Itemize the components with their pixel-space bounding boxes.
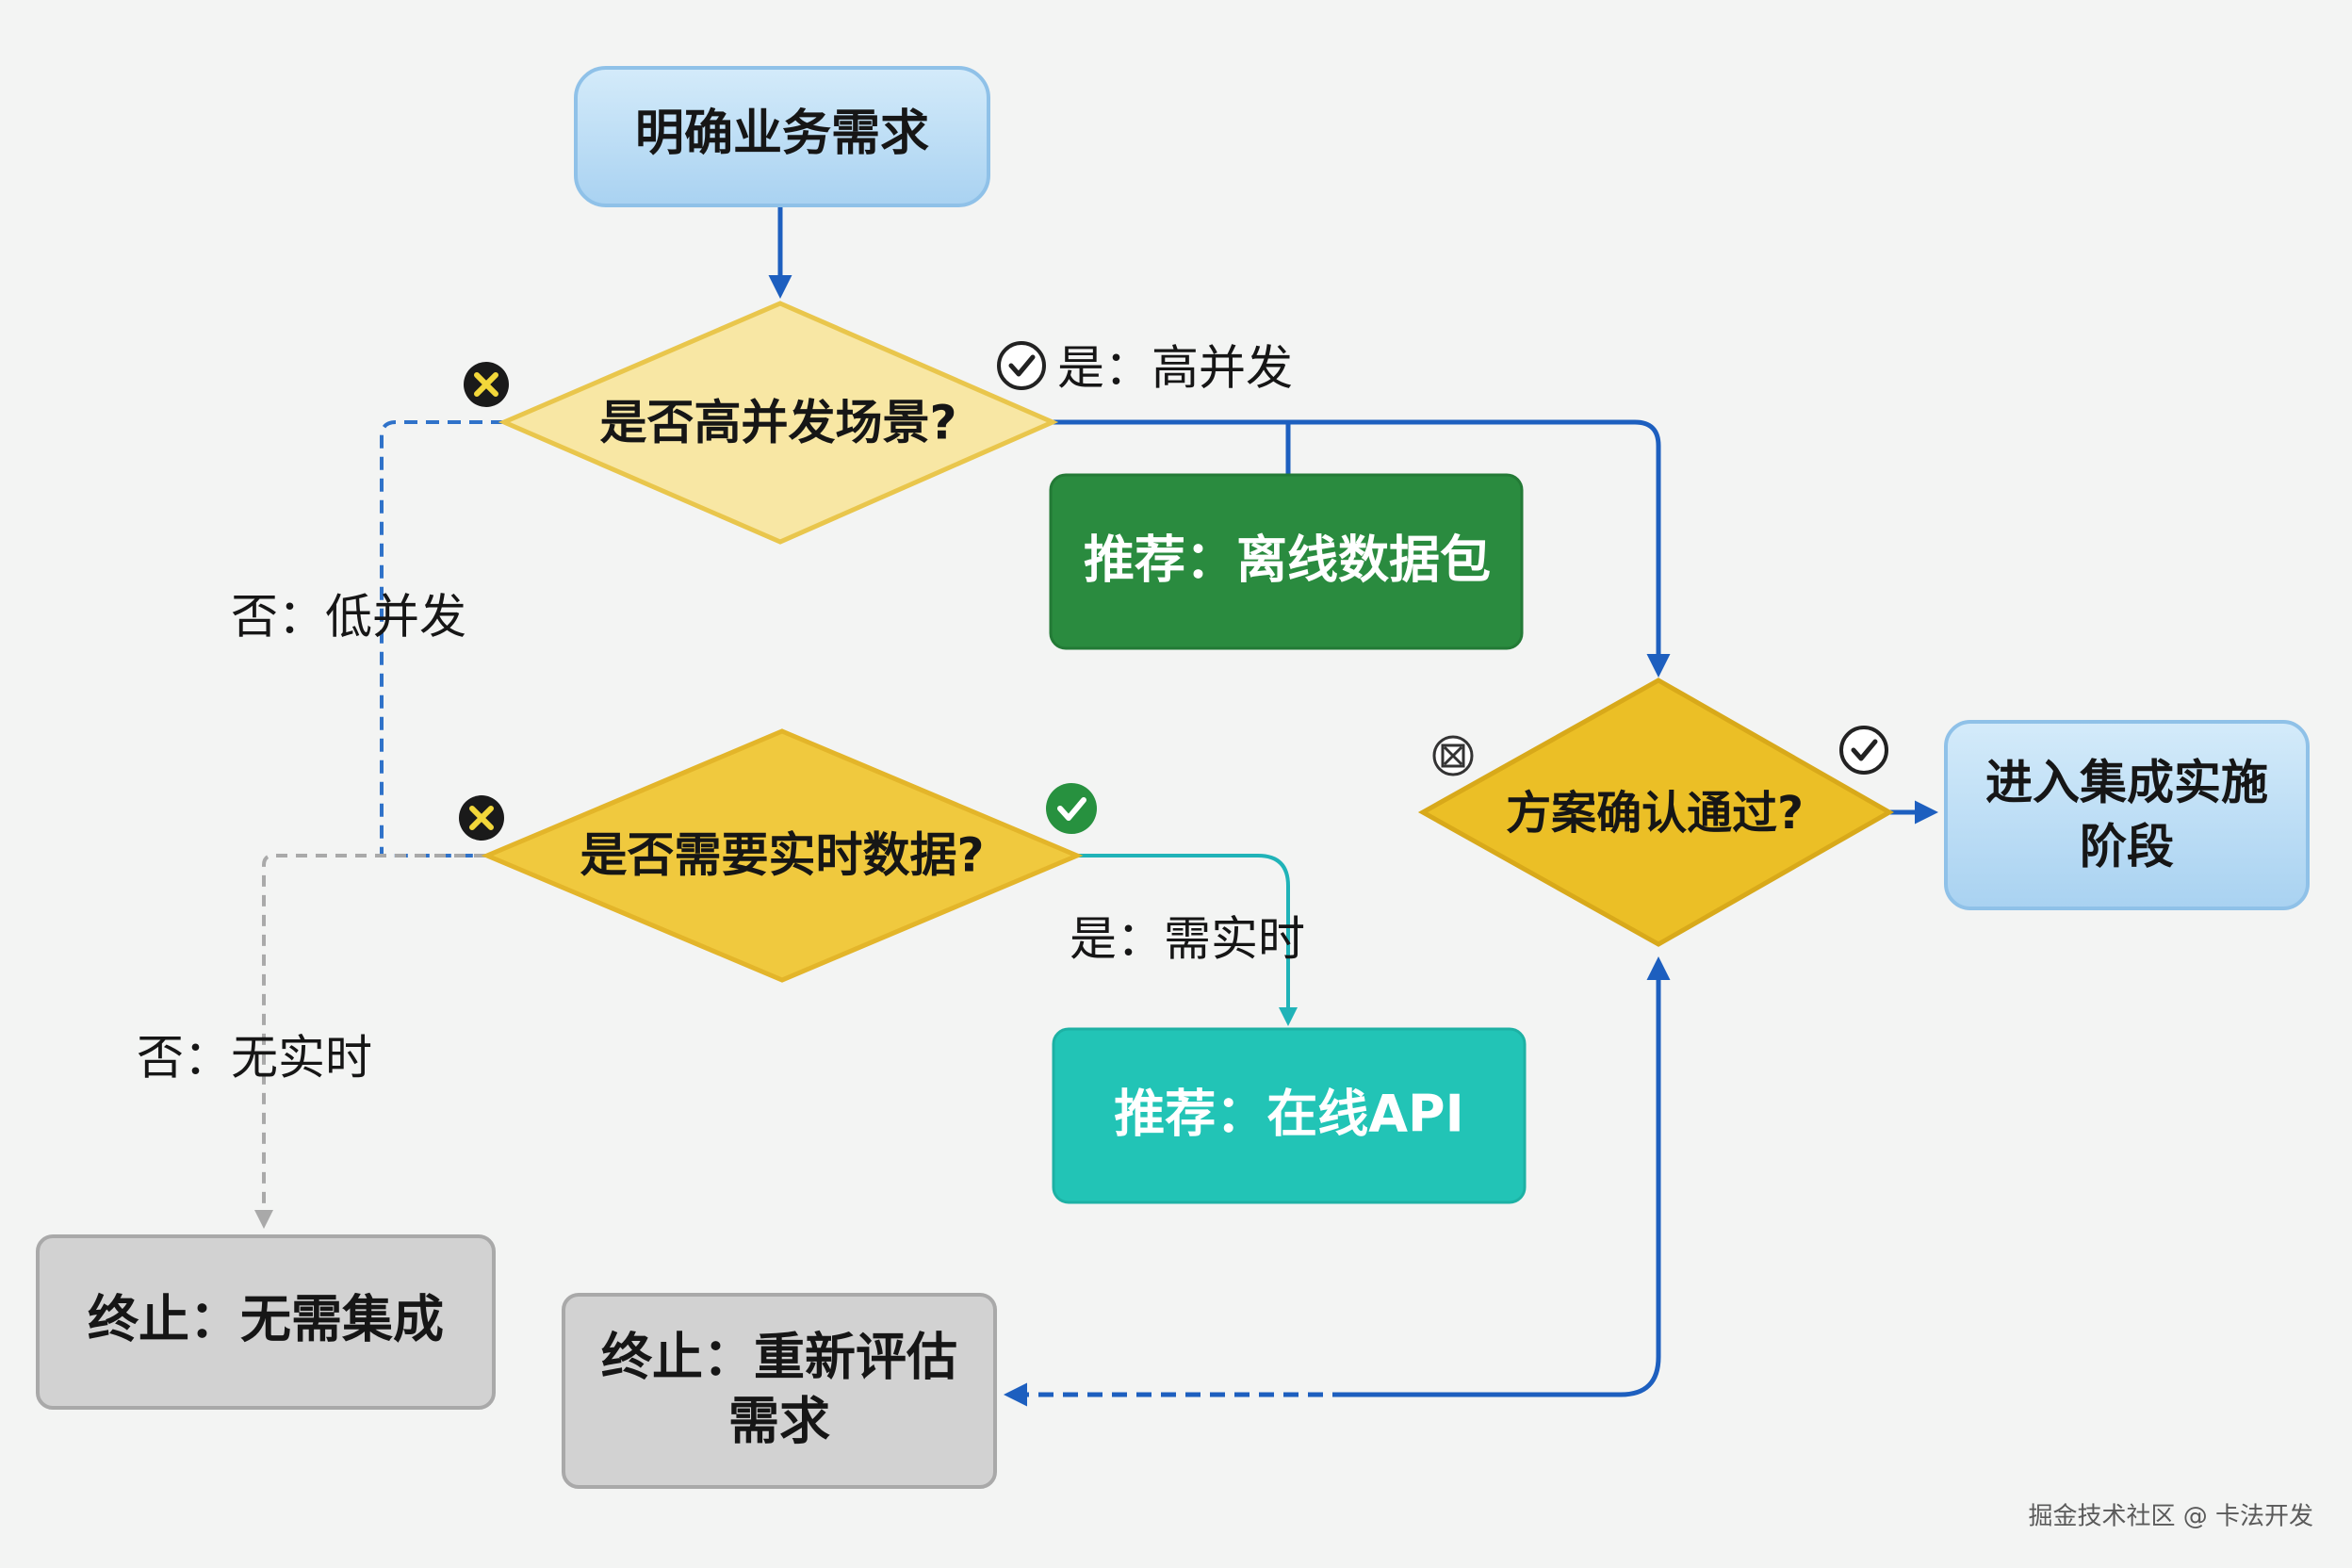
api-recommendation-label: 推荐：在线API bbox=[1114, 1085, 1463, 1144]
end-reevaluate-label-line1: 终止：重新评估 bbox=[601, 1328, 957, 1387]
end-no-integration-label: 终止：无需集成 bbox=[88, 1290, 444, 1349]
decision-realtime: 是否需要实时数据? bbox=[481, 728, 1084, 983]
close-x-icon bbox=[459, 795, 504, 841]
decision-realtime-label: 是否需要实时数据? bbox=[580, 828, 984, 883]
decision-concurrency: 是否高并发场景? bbox=[498, 301, 1059, 545]
edge-concurrency-no bbox=[380, 420, 504, 858]
end-no-integration-node: 终止：无需集成 bbox=[36, 1234, 496, 1410]
edge-label-no-low-concurrency: 否：低并发 bbox=[231, 590, 466, 645]
edge-concurrency-yes-to-confirm bbox=[1053, 419, 1671, 678]
edge-realtime-yes-to-api bbox=[1077, 854, 1298, 1026]
start-node-label: 明确业务需求 bbox=[635, 106, 929, 162]
edge-realtime-no-to-end bbox=[254, 854, 485, 1229]
decision-concurrency-label: 是否高并发场景? bbox=[599, 396, 956, 450]
decision-confirm-label: 方案确认通过? bbox=[1506, 787, 1804, 840]
edge-loop-up-to-confirm bbox=[1348, 956, 1671, 1397]
watermark: 掘金技术社区 @ 卡法开发 bbox=[2028, 1503, 2313, 1531]
end-reevaluate-label-line2: 需求 bbox=[728, 1392, 830, 1451]
edge-label-yes-high-concurrency: 是：高并发 bbox=[1057, 341, 1293, 396]
offline-recommendation-label: 推荐：离线数据包 bbox=[1084, 531, 1491, 590]
check-circle-outline-icon bbox=[1839, 726, 1888, 775]
integration-label-line1: 进入集成实施 bbox=[1985, 756, 2268, 810]
end-reevaluate-node: 终止：重新评估 需求 bbox=[562, 1293, 997, 1489]
api-recommendation-node: 推荐：在线API bbox=[1052, 1027, 1527, 1204]
edge-label-yes-realtime: 是：需实时 bbox=[1070, 912, 1305, 967]
start-node: 明确业务需求 bbox=[574, 66, 990, 207]
offline-recommendation-node: 推荐：离线数据包 bbox=[1049, 473, 1524, 650]
decision-confirm: 方案确认通过? bbox=[1417, 678, 1895, 947]
check-circle-outline-icon bbox=[997, 341, 1046, 390]
edge-label-no-realtime: 否：无实时 bbox=[137, 1031, 372, 1086]
check-circle-green-icon bbox=[1046, 783, 1097, 834]
close-box-icon bbox=[1432, 735, 1474, 776]
connectors bbox=[254, 205, 1938, 1407]
integration-label-line2: 阶段 bbox=[2080, 820, 2174, 874]
close-x-icon bbox=[464, 362, 509, 407]
integration-node: 进入集成实施 阶段 bbox=[1944, 720, 2310, 910]
